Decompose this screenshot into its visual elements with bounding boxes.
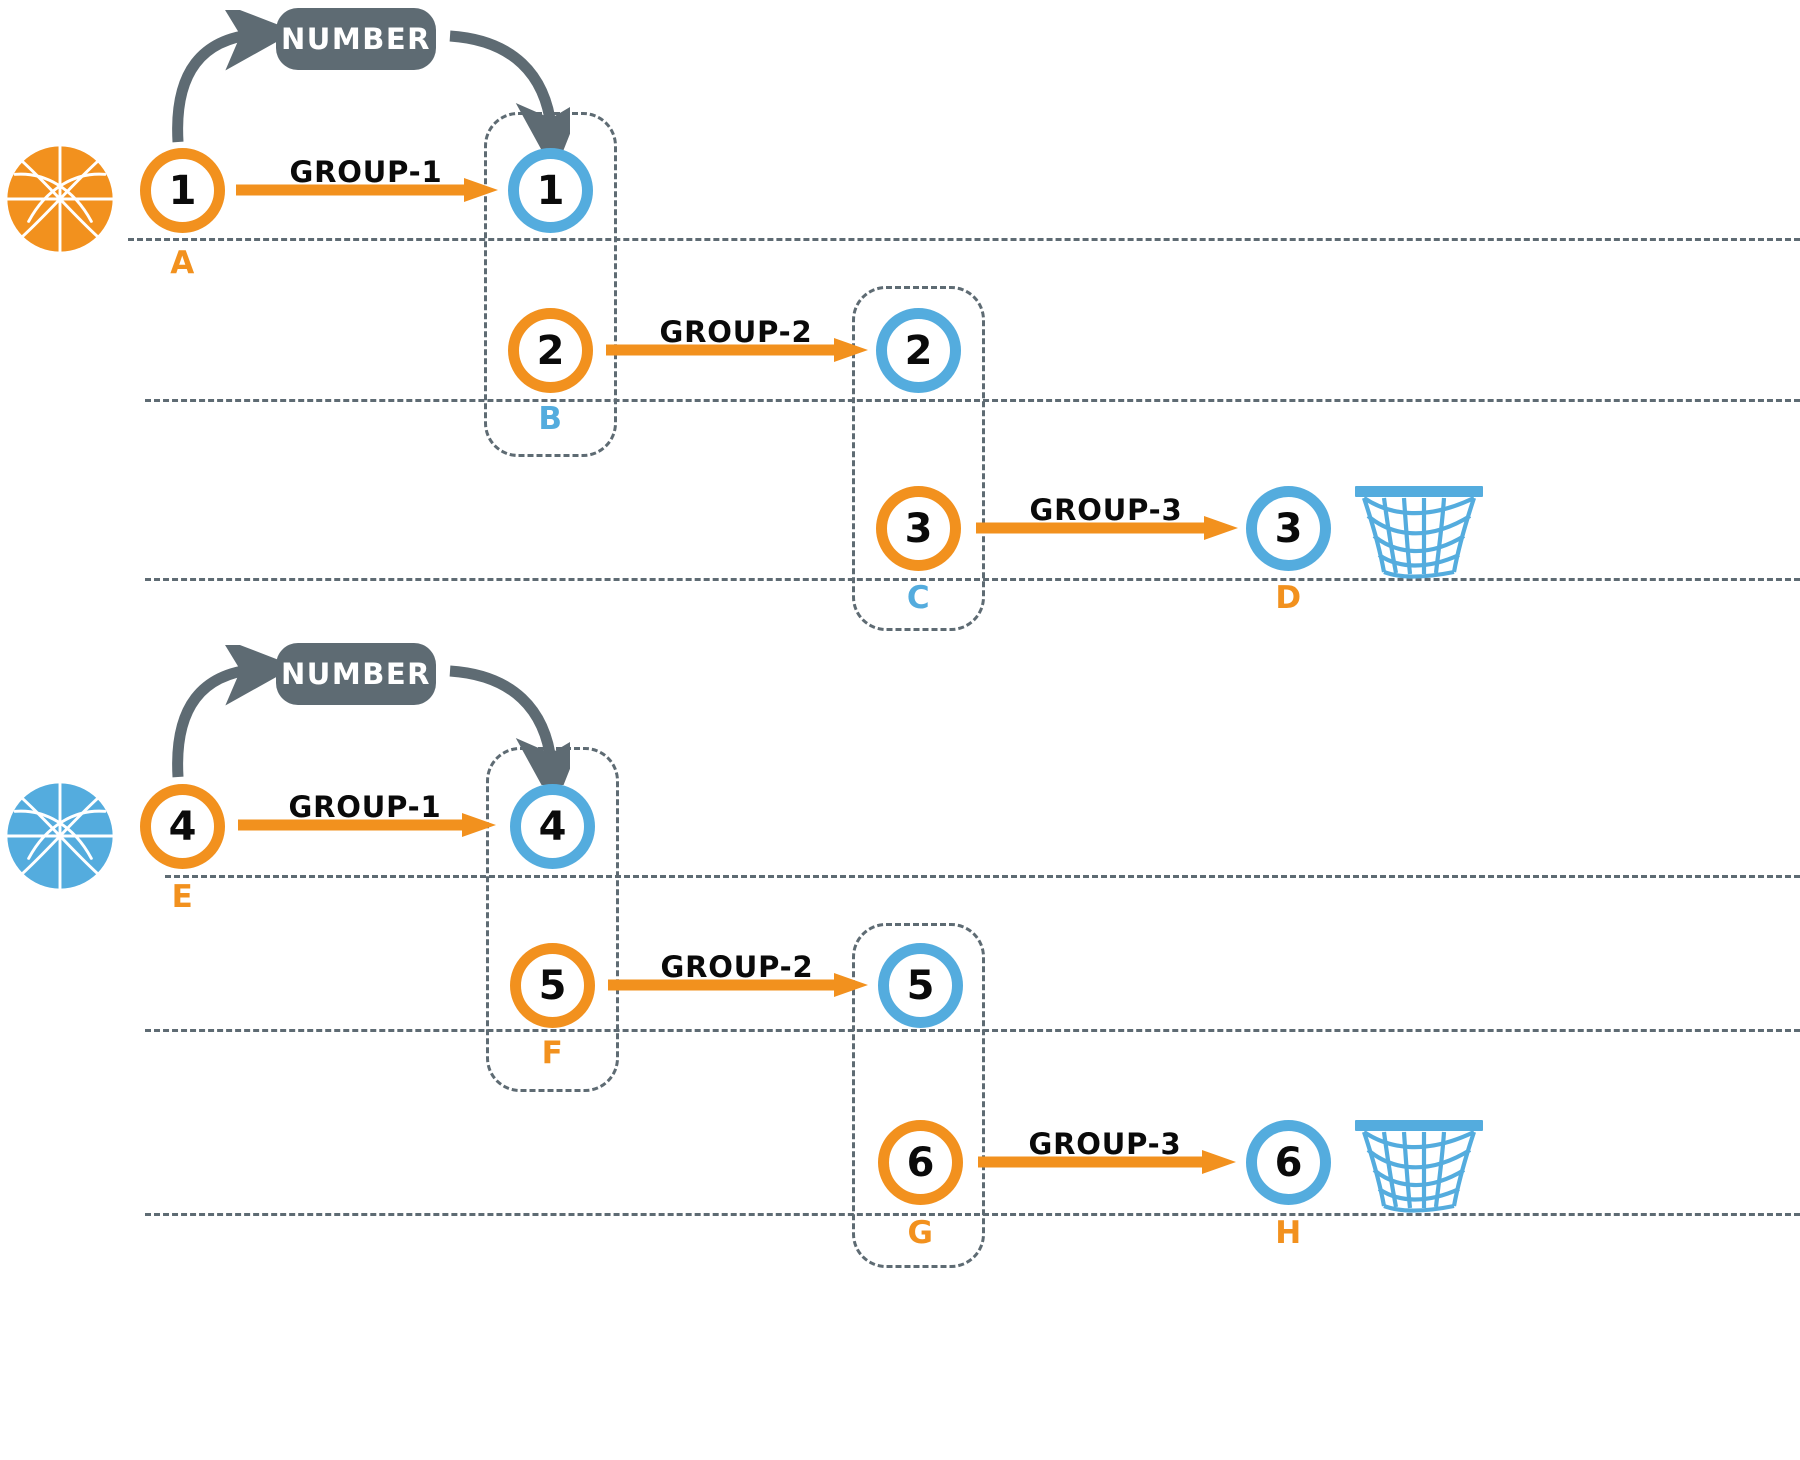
swimlane-divider-2 [145, 399, 1800, 402]
node-letter-c: C [906, 580, 931, 616]
node-number: 1 [536, 167, 565, 214]
node-number: 3 [1274, 505, 1303, 552]
node-number: 3 [904, 505, 933, 552]
basketball-hoop-icon-top [1352, 480, 1486, 580]
node-ring [876, 486, 961, 571]
swimlane-divider-6 [145, 1213, 1800, 1216]
node-2-blue[interactable]: 2 [876, 308, 961, 393]
node-ring [140, 784, 225, 869]
node-letter-g: G [907, 1215, 934, 1251]
node-3-orange[interactable]: 3 [876, 486, 961, 571]
arrow-label-group-3-top: GROUP-3 [1029, 493, 1183, 527]
node-letter-f: F [541, 1035, 564, 1071]
arrow-group-1-top [236, 176, 498, 204]
arrow-group-3-top [976, 514, 1238, 542]
node-number: 5 [906, 962, 935, 1009]
node-ring [878, 1120, 963, 1205]
arrow-group-2-bottom [608, 971, 868, 999]
group-container-c [852, 286, 985, 631]
node-number: 4 [168, 803, 197, 850]
node-ring [510, 943, 595, 1028]
node-ring [876, 308, 961, 393]
node-1-orange[interactable]: 1 [140, 148, 225, 233]
number-badge-bottom[interactable]: NUMBER [276, 643, 436, 705]
node-letter-h: H [1275, 1215, 1302, 1251]
node-number: 1 [168, 167, 197, 214]
node-letter-d: D [1275, 580, 1302, 616]
node-5-blue[interactable]: 5 [878, 943, 963, 1028]
arrow-label-group-1-bottom: GROUP-1 [288, 790, 442, 824]
node-6-blue[interactable]: 6 [1246, 1120, 1331, 1205]
node-number: 6 [906, 1139, 935, 1186]
node-number: 2 [904, 327, 933, 374]
node-letter-b: B [538, 401, 563, 437]
node-letter-a: A [170, 245, 195, 281]
node-2-orange[interactable]: 2 [508, 308, 593, 393]
node-number: 2 [536, 327, 565, 374]
group-container-g [852, 923, 985, 1268]
arrow-label-group-3-bottom: GROUP-3 [1028, 1127, 1182, 1161]
arrow-label-group-1-top: GROUP-1 [289, 155, 443, 189]
node-ring [510, 784, 595, 869]
arrow-label-group-2-bottom: GROUP-2 [660, 950, 814, 984]
number-badge-top[interactable]: NUMBER [276, 8, 436, 70]
swimlane-divider-5 [145, 1029, 1800, 1032]
arrow-group-3-bottom [978, 1148, 1236, 1176]
basketball-icon-blue [4, 780, 116, 892]
node-number: 6 [1274, 1139, 1303, 1186]
arrow-group-1-bottom [238, 811, 496, 839]
node-ring [878, 943, 963, 1028]
node-ring [140, 148, 225, 233]
node-4-blue[interactable]: 4 [510, 784, 595, 869]
arrow-group-2-top [606, 336, 868, 364]
node-ring [1246, 486, 1331, 571]
basketball-hoop-icon-bottom [1352, 1114, 1486, 1214]
node-ring [508, 148, 593, 233]
swimlane-divider-4 [165, 875, 1800, 878]
node-4-orange[interactable]: 4 [140, 784, 225, 869]
node-number: 4 [538, 803, 567, 850]
number-flow-arrows-bottom [150, 645, 570, 785]
node-number: 5 [538, 962, 567, 1009]
basketball-icon-orange [4, 143, 116, 255]
node-ring [508, 308, 593, 393]
node-3-blue[interactable]: 3 [1246, 486, 1331, 571]
node-ring [1246, 1120, 1331, 1205]
node-6-orange[interactable]: 6 [878, 1120, 963, 1205]
node-1-blue[interactable]: 1 [508, 148, 593, 233]
node-5-orange[interactable]: 5 [510, 943, 595, 1028]
node-letter-e: E [171, 879, 194, 915]
arrow-label-group-2-top: GROUP-2 [659, 315, 813, 349]
swimlane-divider-1 [128, 238, 1800, 241]
number-flow-arrows-top [150, 10, 570, 150]
swimlane-divider-3 [145, 578, 1800, 581]
